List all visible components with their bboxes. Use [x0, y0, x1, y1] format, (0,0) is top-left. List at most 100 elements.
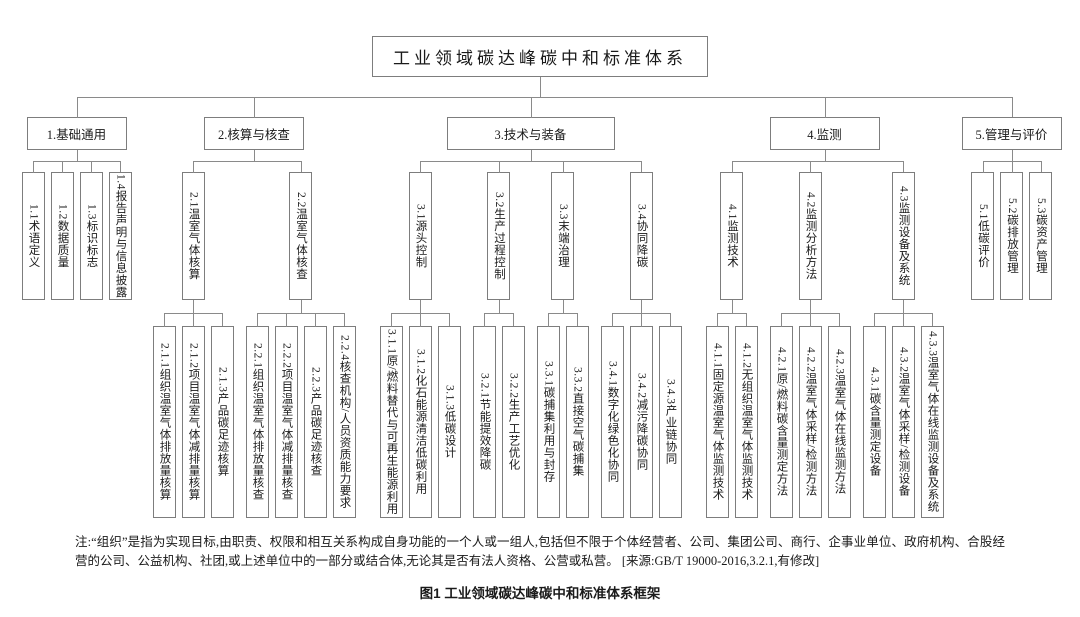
- node-4-1: 4.1监测技术: [720, 172, 743, 300]
- branch-3-2-2: 3.2.2生产工艺优化: [498, 313, 528, 518]
- branch-3-4-3: 3.4.3产业链协同: [655, 313, 685, 518]
- node-2-1: 2.1温室气体核算: [181, 172, 205, 300]
- branch-1-3: 1.3标识标志: [76, 161, 107, 300]
- node-2-2-3: 2.2.3产品碳足迹核查: [303, 326, 327, 518]
- branch-group-5: 5.管理与评价 5.1低碳评价 5.2碳排放管理 5.3碳资产管理: [955, 97, 1068, 518]
- node-2-2-1: 2.2.1组织温室气体排放量核查: [245, 326, 269, 518]
- branch-root: 工业领域碳达峰碳中和标准体系 1.基础通用 1.1术语定义 1.2数据质量 1.…: [13, 36, 1068, 518]
- branch-4-2-1: 4.2.1原/燃料碳含量测定方法: [767, 313, 797, 518]
- group-5-children: 5.1低碳评价 5.2碳排放管理 5.3碳资产管理: [968, 150, 1055, 300]
- branch-5-3: 5.3碳资产管理: [1026, 161, 1055, 300]
- node-3-4-2: 3.4.2减污降碳协同: [629, 326, 653, 518]
- branch-3-4-1: 3.4.1数字化绿色化协同: [598, 313, 628, 518]
- node-2-2: 2.2温室气体核查: [289, 172, 312, 300]
- branch-2-2-1: 2.2.1组织温室气体排放量核查: [243, 313, 273, 518]
- node-3-1: 3.1源头控制: [408, 172, 432, 300]
- branch-2-2: 2.2温室气体核查 2.2.1组织温室气体排放量核查 2.2.2项目温室气体减排…: [239, 161, 362, 518]
- branch-4-2-2: 4.2.2温室气体采样/检测方法: [795, 313, 826, 518]
- branch-4-2: 4.2监测分析方法 4.2.1原/燃料碳含量测定方法 4.2.2温室气体采样/检…: [763, 161, 858, 518]
- node-group-4: 4.监测: [769, 117, 880, 150]
- node-4-3-2: 4.3.2温室气体采样/检测设备: [891, 326, 915, 518]
- node-3-2-1: 3.2.1节能提效降碳: [472, 326, 496, 518]
- tree-level-1: 1.基础通用 1.1术语定义 1.2数据质量 1.3标识标志 1.4报告声明与信…: [13, 77, 1068, 518]
- branch-4-3-1: 4.3.1碳含量测定设备: [860, 313, 890, 518]
- branch-5-1: 5.1低碳评价: [968, 161, 998, 300]
- branch-3-3-2: 3.3.2直接空气碳捕集: [562, 313, 592, 518]
- branch-3-3: 3.3末端治理 3.3.1碳捕集利用与封存 3.3.2直接空气碳捕集: [530, 161, 596, 518]
- node-3-3-2: 3.3.2直接空气碳捕集: [565, 326, 589, 518]
- node-1-1: 1.1术语定义: [21, 172, 45, 300]
- node-3-1-2: 3.1.2化石能源清洁低碳利用: [408, 326, 432, 518]
- branch-1-1: 1.1术语定义: [19, 161, 49, 300]
- branch-2-1-3: 2.1.3产品碳足迹核算: [207, 313, 237, 518]
- branch-2-1: 2.1温室气体核算 2.1.1组织温室气体排放量核算 2.1.2项目温室气体减排…: [147, 161, 241, 518]
- node-3-2-2: 3.2.2生产工艺优化: [501, 326, 525, 518]
- branch-4-3: 4.3监测设备及系统 4.3.1碳含量测定设备 4.3.2温室气体采样/检测设备…: [856, 161, 950, 518]
- node-4-2-1: 4.2.1原/燃料碳含量测定方法: [769, 326, 793, 518]
- group-3-children: 3.1源头控制 3.1.1原/燃料替代与可再生能源利用 3.1.2化石能源清洁低…: [374, 150, 688, 518]
- node-3-4-children: 3.4.1数字化绿色化协同 3.4.2减污降碳协同 3.4.3产业链协同: [598, 300, 685, 518]
- branch-3-3-1: 3.3.1碳捕集利用与封存: [534, 313, 564, 518]
- node-2-2-4: 2.2.4核查机构/人员资质能力要求: [332, 326, 356, 518]
- node-5-2: 5.2碳排放管理: [1000, 172, 1023, 300]
- branch-3-1-2: 3.1.2化石能源清洁低碳利用: [405, 313, 436, 518]
- node-4-3-children: 4.3.1碳含量测定设备 4.3.2温室气体采样/检测设备 4.3.3温室气体在…: [860, 300, 947, 518]
- branch-1-4: 1.4报告声明与信息披露: [105, 161, 135, 300]
- node-2-1-1: 2.1.1组织温室气体排放量核算: [152, 326, 176, 518]
- node-4-1-children: 4.1.1固定源温室气体监测技术 4.1.2无组织温室气体监测技术: [703, 300, 761, 518]
- branch-2-1-2: 2.1.2项目温室气体减排量核算: [178, 313, 209, 518]
- node-3-4: 3.4协同降碳: [629, 172, 653, 300]
- node-1-4: 1.4报告声明与信息披露: [108, 172, 132, 300]
- node-2-2-2: 2.2.2项目温室气体减排量核查: [274, 326, 298, 518]
- node-3-2: 3.2生产过程控制: [487, 172, 510, 300]
- branch-3-1-1: 3.1.1原/燃料替代与可再生能源利用: [377, 313, 407, 518]
- branch-2-2-4: 2.2.4核查机构/人员资质能力要求: [329, 313, 359, 518]
- branch-2-1-1: 2.1.1组织温室气体排放量核算: [150, 313, 180, 518]
- branch-4-1: 4.1监测技术 4.1.1固定源温室气体监测技术 4.1.2无组织温室气体监测技…: [700, 161, 765, 518]
- branch-4-3-2: 4.3.2温室气体采样/检测设备: [888, 313, 919, 518]
- node-3-1-1: 3.1.1原/燃料替代与可再生能源利用: [379, 326, 403, 518]
- branch-group-1: 1.基础通用 1.1术语定义 1.2数据质量 1.3标识标志 1.4报告声明与信…: [13, 97, 142, 518]
- node-2-1-children: 2.1.1组织温室气体排放量核算 2.1.2项目温室气体减排量核算 2.1.3产…: [150, 300, 237, 518]
- branch-3-2: 3.2生产过程控制 3.2.1节能提效降碳 3.2.2生产工艺优化: [466, 161, 532, 518]
- node-4-1-1: 4.1.1固定源温室气体监测技术: [705, 326, 729, 518]
- node-1-2: 1.2数据质量: [50, 172, 74, 300]
- node-5-3: 5.3碳资产管理: [1029, 172, 1052, 300]
- branch-group-4: 4.监测 4.1监测技术 4.1.1固定源温室气体监测技术 4.1.2无组织温室…: [693, 97, 957, 518]
- node-root: 工业领域碳达峰碳中和标准体系: [372, 36, 708, 77]
- node-3-3-1: 3.3.1碳捕集利用与封存: [536, 326, 560, 518]
- branch-group-3: 3.技术与装备 3.1源头控制 3.1.1原/燃料替代与可再生能源利用 3.1.…: [367, 97, 695, 518]
- node-4-1-2: 4.1.2无组织温室气体监测技术: [734, 326, 758, 518]
- node-group-3: 3.技术与装备: [446, 117, 615, 150]
- node-3-3-children: 3.3.1碳捕集利用与封存 3.3.2直接空气碳捕集: [534, 300, 592, 518]
- branch-4-1-2: 4.1.2无组织温室气体监测技术: [731, 313, 761, 518]
- branch-5-2: 5.2碳排放管理: [997, 161, 1027, 300]
- branch-1-2: 1.2数据质量: [47, 161, 78, 300]
- tree-level-0: 工业领域碳达峰碳中和标准体系 1.基础通用 1.1术语定义 1.2数据质量 1.…: [0, 36, 1080, 518]
- standard-system-tree: 工业领域碳达峰碳中和标准体系 1.基础通用 1.1术语定义 1.2数据质量 1.…: [0, 36, 1080, 518]
- branch-4-1-1: 4.1.1固定源温室气体监测技术: [703, 313, 733, 518]
- node-group-5: 5.管理与评价: [961, 117, 1062, 150]
- branch-2-2-3: 2.2.3产品碳足迹核查: [300, 313, 331, 518]
- figure-caption: 图1 工业领域碳达峰碳中和标准体系框架: [419, 585, 661, 601]
- node-4-3-1: 4.3.1碳含量测定设备: [862, 326, 886, 518]
- node-2-1-3: 2.1.3产品碳足迹核算: [210, 326, 234, 518]
- node-4-2: 4.2监测分析方法: [798, 172, 822, 300]
- node-1-3: 1.3标识标志: [79, 172, 103, 300]
- branch-3-1: 3.1源头控制 3.1.1原/燃料替代与可再生能源利用 3.1.2化石能源清洁低…: [374, 161, 468, 518]
- node-3-4-3: 3.4.3产业链协同: [658, 326, 682, 518]
- node-2-1-2: 2.1.2项目温室气体减排量核算: [181, 326, 205, 518]
- node-2-2-children: 2.2.1组织温室气体排放量核查 2.2.2项目温室气体减排量核查 2.2.3产…: [243, 300, 359, 518]
- node-3-2-children: 3.2.1节能提效降碳 3.2.2生产工艺优化: [470, 300, 528, 518]
- branch-3-4-2: 3.4.2减污降碳协同: [626, 313, 657, 518]
- branch-3-4: 3.4协同降碳 3.4.1数字化绿色化协同 3.4.2减污降碳协同 3.4.3产…: [594, 161, 688, 518]
- node-group-1: 1.基础通用: [26, 117, 127, 150]
- group-4-children: 4.1监测技术 4.1.1固定源温室气体监测技术 4.1.2无组织温室气体监测技…: [700, 150, 950, 518]
- group-1-children: 1.1术语定义 1.2数据质量 1.3标识标志 1.4报告声明与信息披露: [19, 150, 135, 300]
- node-3-1-children: 3.1.1原/燃料替代与可再生能源利用 3.1.2化石能源清洁低碳利用 3.1.…: [377, 300, 464, 518]
- node-4-3: 4.3监测设备及系统: [891, 172, 915, 300]
- node-3-1-3: 3.1.3低碳设计: [437, 326, 461, 518]
- branch-4-3-3: 4.3.3温室气体在线监测设备及系统: [917, 313, 947, 518]
- group-2-children: 2.1温室气体核算 2.1.1组织温室气体排放量核算 2.1.2项目温室气体减排…: [147, 150, 362, 518]
